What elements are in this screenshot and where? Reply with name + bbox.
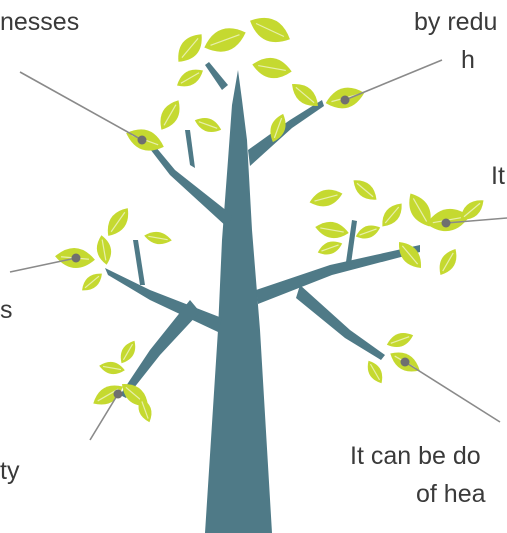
leaf-vein [320,227,344,233]
leaf-vein [321,244,339,252]
leaf [138,397,152,423]
branch-shape [185,130,195,168]
leaf [178,34,202,62]
pointer-line [19,71,143,141]
leaf [194,118,222,132]
pointer-line [445,217,507,224]
leaf-vein [359,228,377,236]
leaf [177,69,203,87]
leaf-vein [102,365,122,371]
leaf [460,200,484,220]
pointer-line [89,393,119,441]
leaf-vein [148,235,168,241]
leaf [386,333,414,347]
pointer-line [404,361,501,423]
leaf-vein [210,34,240,46]
leaf-vein [369,363,381,381]
label-right: It [491,162,505,190]
pointer-line [344,59,443,101]
label-bottom-right-2: of hea [416,480,486,508]
leaf-vein [122,343,134,361]
leaf [160,100,180,130]
leaf-vein [384,206,400,224]
leaf [353,180,377,200]
leaf-vein [314,194,338,202]
tree-leaves [55,17,484,423]
leaf [399,241,421,269]
leaf [144,231,172,245]
trunk-shape [205,70,272,533]
leaf [317,241,343,255]
leaf-vein [273,117,283,139]
label-top-right-2: h [461,46,475,74]
leaf [204,28,246,52]
leaf [250,17,290,43]
leaf [382,203,402,227]
leaf [270,113,286,143]
pointer-dot [71,253,81,263]
leaf-vein [258,64,286,72]
label-top-left: nesses [0,8,80,36]
pointer-dot [137,135,147,145]
label-bottom-left: ty [0,457,20,485]
leaf [96,235,112,265]
branch-shape [296,285,385,360]
leaf-vein [401,245,419,265]
branch-shape [105,268,222,332]
branch-shape [133,240,145,285]
leaf [82,273,102,291]
leaf-vein [295,86,315,104]
branch-shape [346,220,357,264]
label-left: s [0,296,13,324]
leaf-vein [412,198,428,222]
branch-shape [256,245,420,304]
branch-shape [147,140,232,228]
branch-shape [205,62,228,90]
leaf-vein [110,211,126,233]
leaf-vein [101,239,107,261]
pointer-line [9,257,77,273]
leaf [409,193,431,227]
label-top-right-1: by redu [414,8,498,36]
leaf [291,84,319,106]
branch-shape [248,100,324,166]
leaf-vein [163,104,177,126]
label-bottom-right-1: It can be do [350,442,481,470]
leaf-vein [141,401,149,419]
leaf-vein [198,121,218,129]
leaf-vein [390,336,410,344]
leaf-vein [84,275,100,289]
leaf-vein [180,72,200,84]
leaf [107,208,129,236]
leaf-vein [356,182,374,198]
leaf [315,221,349,239]
leaf [120,340,136,364]
pointer-dot [113,389,123,399]
leaf-vein [463,202,481,218]
branch-shape [120,300,200,398]
pointer-dot [400,357,410,367]
leaf [252,57,292,79]
pointer-dot [340,95,350,105]
pointer-dot [441,218,451,228]
leaf [99,361,125,375]
leaf-vein [442,252,454,272]
leaf [355,225,381,239]
tree-trunk [105,62,420,533]
pointer-lines [9,59,507,441]
leaf [439,249,457,275]
leaf-vein [255,22,285,38]
leaf-vein [181,37,199,59]
leaf [367,360,383,384]
leaf [309,189,343,207]
